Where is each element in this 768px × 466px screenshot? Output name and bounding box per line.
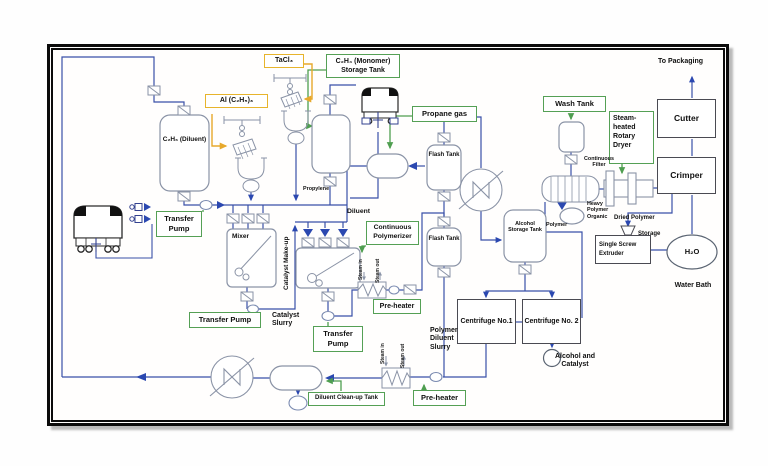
continuous-polymerizer-label: Continuous Polymerizer — [366, 221, 419, 245]
transfer-pump-3-symbol — [321, 310, 335, 322]
heavy-polymer-label: Heavy Polymer Organic — [587, 201, 609, 220]
al-catalyst-feeder — [223, 116, 267, 193]
recycle-pump-symbol — [429, 371, 443, 383]
water-bath-label: Water Bath — [674, 282, 712, 289]
heat-exchanger-2 — [209, 355, 255, 399]
diluent-tank-text: C₂H₆ (Diluent) — [162, 136, 207, 143]
steam-out-lower-label: Steam out — [400, 343, 406, 368]
diluent-header-pipe — [183, 132, 379, 249]
to-packaging-label: To Packaging — [658, 58, 703, 65]
centrifuge-2-box: Centrifuge No. 2 — [522, 299, 581, 344]
catalyst-slurry-label: Catalyst Slurry — [272, 312, 300, 328]
monomer-tank-vessel — [311, 114, 351, 174]
steam-out-upper-label: Steam out — [375, 258, 381, 283]
wash-tank-label: Wash Tank — [543, 96, 606, 112]
catalyst-feed-elbows — [211, 63, 313, 150]
diluent-label: Diluent — [347, 208, 371, 215]
alcohol-storage-text: Alcohol Storage Tank — [508, 221, 542, 234]
crimper-box: Crimper — [657, 157, 716, 194]
hose-couplings — [129, 203, 151, 223]
flash-tank-1-text: Flash Tank — [428, 152, 460, 158]
alcohol-storage-vessel — [503, 209, 547, 263]
continuous-filter-drum — [541, 175, 600, 203]
cutter-box: Cutter — [657, 99, 716, 138]
preheater-upper-label: Pre-heater — [373, 299, 421, 315]
rotary-dryer-label: Steam-heated Rotary Dryer — [609, 111, 654, 164]
valves — [147, 85, 578, 302]
transfer-pump-1-label: Transfer Pump — [156, 211, 202, 237]
heat-exchanger-1 — [458, 168, 504, 212]
catalyst-makeup-pipe — [246, 224, 298, 310]
diagram-frame-inner — [51, 48, 725, 422]
extruder-box: Single Screw Extruder — [595, 235, 651, 264]
al-label-box: Al (C₂H₅)₃ — [205, 94, 268, 109]
heavy-polymer-pot — [559, 207, 585, 225]
propane-gas-label: Propane gas — [412, 106, 477, 122]
centrifuge-1-box: Centrifuge No.1 — [457, 299, 516, 344]
preheater-lower — [381, 367, 411, 389]
alcohol-and-catalyst-label: Alcohol and Catalyst — [554, 353, 596, 369]
preheater-upper — [357, 281, 387, 299]
tanker-truck-1 — [73, 205, 123, 253]
steam-in-lower-label: Steam in — [380, 343, 386, 364]
tacl-label-box: TaCl₃ — [264, 54, 304, 69]
mixer-text: Mixer — [232, 233, 249, 240]
transfer-pump-3-label: Transfer Pump — [313, 326, 363, 352]
continuous-filter-label: Continuous Filter — [584, 156, 614, 169]
diluent-cleanup-drum — [269, 365, 323, 391]
polymer-label: Polymer — [546, 222, 568, 228]
preheater-lower-label: Pre-heater — [413, 390, 466, 406]
diluent-cleanup-label: Diluent Clean-up Tank — [308, 392, 385, 406]
water-bath-vessel — [666, 234, 718, 270]
steam-in-upper-label: Steam in — [358, 259, 364, 280]
transfer-pump-1-symbol — [199, 199, 213, 211]
propane-receiver-drum — [366, 153, 409, 179]
polymer-diluent-slurry-label: Polymer Diluent Slurry — [430, 327, 458, 351]
flash-tank-2-text: Flash Tank — [428, 236, 460, 242]
polymerizer-vessel — [295, 247, 361, 289]
dried-polymer-label: Dried Polymer — [614, 215, 655, 221]
slurry-pump-symbol — [388, 285, 400, 295]
pumps — [199, 199, 443, 411]
catalyst-makeup-label: Catalyst Make-up — [283, 236, 290, 290]
rotary-dryer — [603, 170, 654, 207]
flash-tank-2-vessel — [426, 227, 462, 267]
diluent-tank-vessel — [159, 114, 210, 192]
storage-label: Storage — [638, 231, 661, 237]
polymerizer-agitator — [307, 252, 355, 287]
transfer-pump-2-label: Transfer Pump — [189, 312, 261, 328]
recycle-loop-pipe — [61, 56, 211, 381]
tanker-truck-2 — [361, 87, 399, 128]
mixer-agitator — [234, 235, 272, 281]
extruder-hopper — [620, 225, 636, 236]
polymerizer-pipes — [327, 212, 445, 317]
propylene-label: Propylene — [303, 186, 330, 192]
monomer-pipes — [329, 84, 425, 177]
tanker-truck-1-hose — [95, 224, 153, 259]
flash-tank-1-vessel — [426, 144, 462, 191]
cleanup-bottom-pump-symbol — [288, 395, 308, 411]
wash-tank-vessel — [558, 121, 585, 153]
alcohol-catalyst-pot — [542, 348, 562, 368]
h2o-text: H₂O — [684, 247, 700, 256]
monomer-storage-label: C₂H₄ (Monomer) Storage Tank — [326, 54, 400, 79]
vessels — [159, 114, 718, 391]
tacl-catalyst-feeder — [273, 74, 311, 145]
steam-lines — [362, 271, 406, 367]
